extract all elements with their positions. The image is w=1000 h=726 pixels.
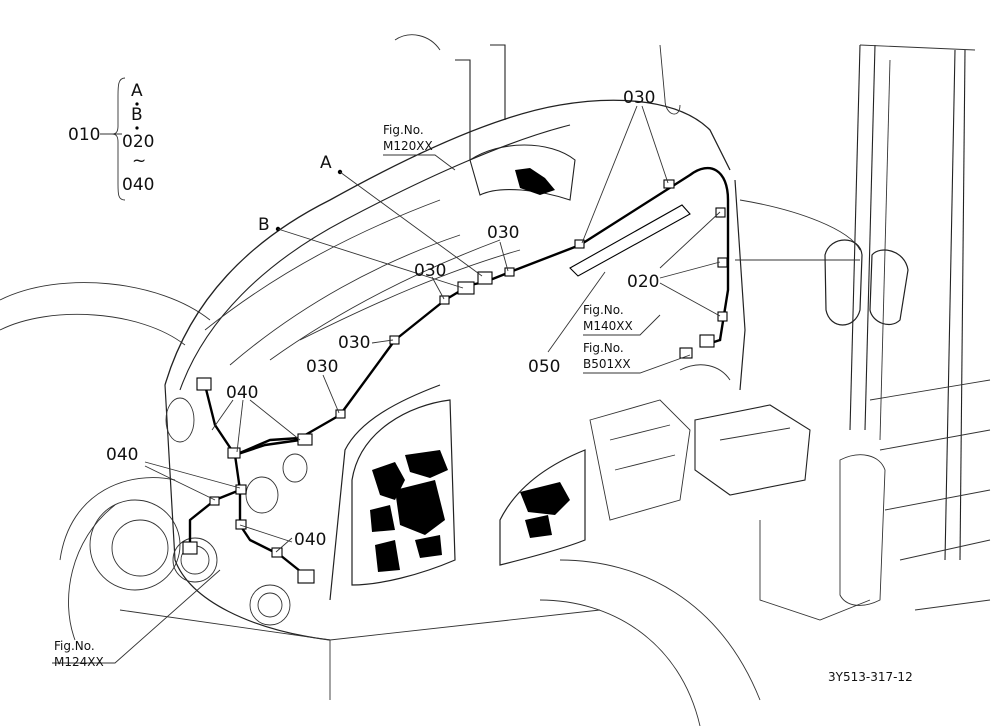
legend: 010 A B 020 ~ 040: [68, 81, 154, 195]
callout-b: B: [258, 215, 270, 235]
callout-040-top: 040: [226, 383, 258, 403]
callout-030-left: 030: [414, 261, 446, 281]
callout-030-bottom: 030: [306, 357, 338, 377]
callout-040-left: 040: [106, 445, 138, 465]
legend-range-tilde: ~: [132, 151, 146, 171]
legend-member-b: B: [131, 105, 143, 125]
callout-030-top: 030: [623, 88, 655, 108]
fig-ref-b501-label: Fig.No.: [583, 341, 624, 355]
fig-ref-m140-code: M140XX: [583, 319, 633, 333]
tractor-line-art: [0, 34, 991, 726]
callouts: A B 030 030 030 030 030 020 050 040 040 …: [106, 88, 659, 550]
callout-020: 020: [627, 272, 659, 292]
legend-member-a: A: [131, 81, 143, 101]
fig-ref-m120-code: M120XX: [383, 139, 433, 153]
callout-040-bottom: 040: [294, 530, 326, 550]
callout-a: A: [320, 153, 332, 173]
legend-item: 010: [68, 125, 100, 145]
fig-ref-m120-label: Fig.No.: [383, 123, 424, 137]
leader-lines: [52, 77, 721, 664]
legend-member-020: 020: [122, 132, 154, 152]
callout-030-lower: 030: [338, 333, 370, 353]
fig-ref-m124-label: Fig.No.: [54, 639, 95, 653]
fig-ref-m124-code: M124XX: [54, 655, 104, 669]
wiring-harness: [182, 166, 730, 584]
figure-references: Fig.No. M120XX Fig.No. M140XX Fig.No. B5…: [54, 123, 633, 669]
fig-ref-m140-label: Fig.No.: [583, 303, 624, 317]
legend-member-040: 040: [122, 175, 154, 195]
callout-030-mid: 030: [487, 223, 519, 243]
blackout-areas: [370, 168, 570, 572]
fig-ref-b501-code: B501XX: [583, 357, 631, 371]
drawing-code: 3Y513-317-12: [828, 670, 913, 684]
callout-050: 050: [528, 357, 560, 377]
